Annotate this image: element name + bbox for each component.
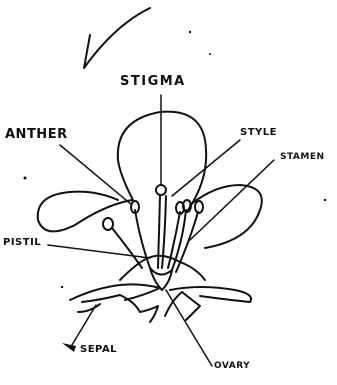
flower-base-left: [70, 284, 160, 300]
petal-right: [190, 185, 262, 248]
filament-1: [112, 228, 142, 268]
label-stamen: STAMEN: [280, 153, 325, 162]
ink-dot-2: [61, 286, 63, 288]
stigma-head: [156, 185, 166, 195]
label-sepal: SEPAL: [80, 345, 117, 355]
ink-dot-5: [209, 53, 211, 55]
label-pistil: PISTIL: [3, 238, 41, 248]
anther-1: [103, 218, 113, 230]
anther-5: [195, 201, 203, 213]
check-mark: [84, 8, 150, 68]
style-stalk: [158, 196, 160, 268]
ink-dot-4: [189, 31, 191, 33]
petal-left: [38, 192, 132, 232]
leader-pistil: [48, 245, 150, 258]
ink-dot-3: [324, 199, 326, 201]
label-ovary: OVARY: [214, 362, 250, 371]
sepal-pointer-tip: [62, 343, 76, 352]
label-stigma: STIGMA: [120, 75, 186, 88]
leader-ovary: [166, 290, 212, 366]
label-anther: ANTHER: [5, 128, 68, 141]
ink-dot-1: [24, 177, 27, 180]
flower-base-right: [170, 287, 251, 302]
filament-2: [135, 210, 150, 268]
label-style: STYLE: [240, 128, 277, 138]
